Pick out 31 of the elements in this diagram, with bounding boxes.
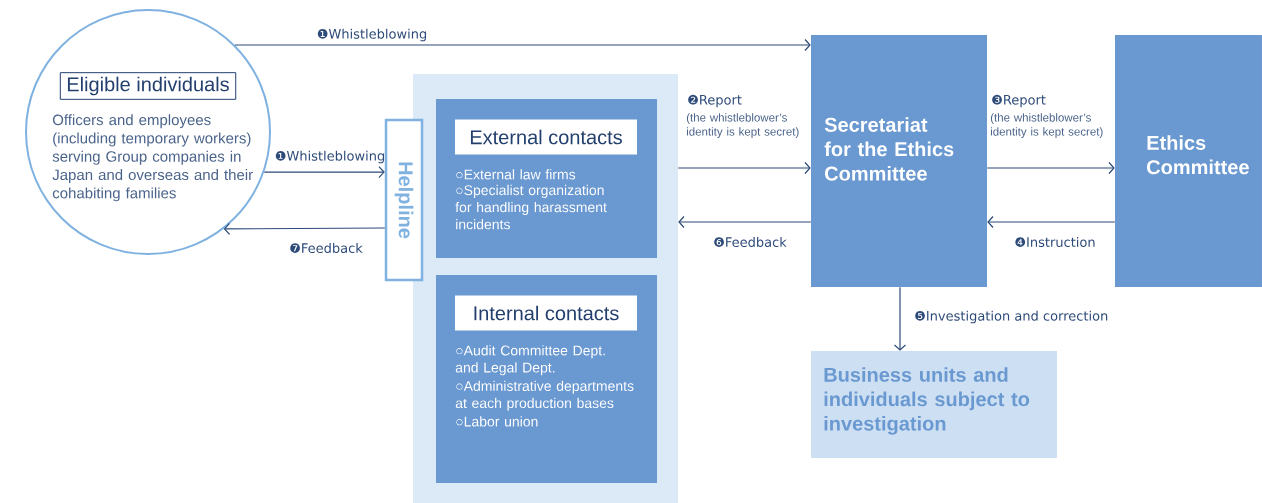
arrow [986, 161, 1115, 175]
list-item: ○External law firms [456, 169, 576, 180]
arrow [987, 215, 1116, 229]
arrow [234, 38, 811, 52]
description-text: Officers and employees (including temporary workers) serving Group companies in Japan and overseas and their cohabiting families [52, 114, 253, 202]
edge-label: ❸Report [992, 94, 1046, 108]
edge-label: ❻Feedback [714, 236, 787, 248]
arrow [263, 165, 385, 179]
note-text: (the whistleblower’s identity is kept secret) [686, 113, 799, 138]
edge-label: ❹Instruction [1015, 236, 1095, 248]
heading-box: Eligible individuals [59, 72, 237, 100]
list-item: ○Administrative departments at each production bases [455, 380, 634, 411]
committee-box: Ethics Committee [1115, 35, 1262, 287]
committee-box: Secretariat for the Ethics Committee [811, 35, 987, 287]
edge-label: ❺Investigation and correction [915, 310, 1108, 324]
list-item: ○Specialist organization for handling harassment incidents [455, 184, 607, 230]
heading-box: Internal contacts [455, 295, 637, 331]
arrow [893, 286, 907, 351]
arrow [223, 222, 386, 235]
arrow [677, 161, 811, 175]
note-text: (the whistleblower’s identity is kept secret) [990, 113, 1103, 138]
list-item: ○Audit Committee Dept. and Legal Dept. [455, 345, 605, 376]
edge-label: ❶Whistleblowing [275, 150, 385, 164]
target-box: Business units and individuals subject to investigation [811, 351, 1057, 458]
list-item: ○Labor union [456, 416, 538, 427]
heading-box: External contacts [455, 119, 637, 155]
helpline-box: Helpline [384, 118, 424, 282]
edge-label: ❶Whistleblowing [317, 28, 427, 42]
edge-label: ❷Report [688, 94, 742, 108]
edge-label: ❼Feedback [290, 242, 363, 254]
arrow [678, 215, 812, 229]
